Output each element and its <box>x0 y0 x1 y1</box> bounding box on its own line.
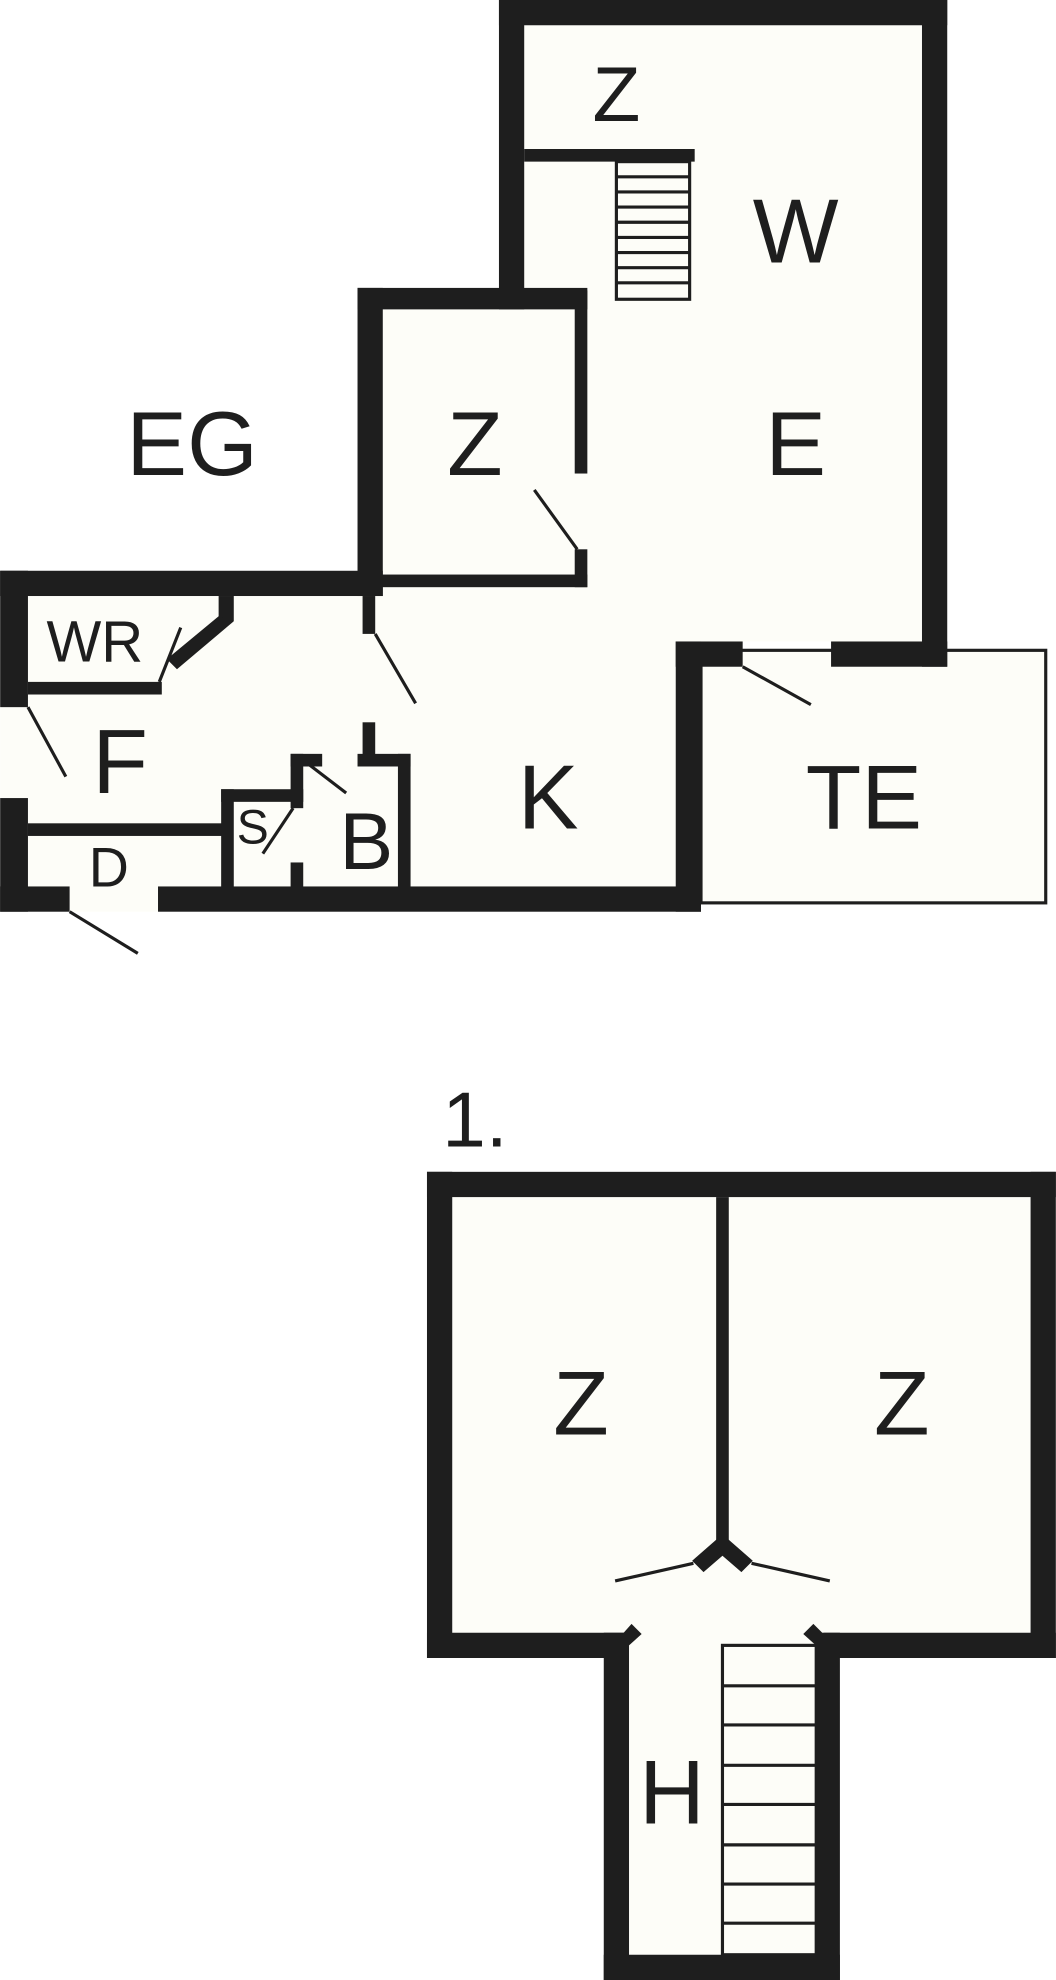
room-label-z-mid: Z <box>447 394 503 495</box>
room-label-d: D <box>89 836 129 898</box>
terrace-outline <box>699 648 1048 905</box>
walls-upper <box>426 1171 1056 1980</box>
room-label-eg: EG <box>126 394 257 495</box>
room-label-te: TE <box>806 747 922 848</box>
room-label-f: F <box>92 712 148 813</box>
room-label-z-top: Z <box>592 50 640 138</box>
room-label-h: H <box>639 1742 705 1843</box>
room-label-e: E <box>765 394 826 495</box>
upper-floor: Z Z H <box>426 1171 1056 1980</box>
room-label-b: B <box>339 797 393 887</box>
room-label-z-right: Z <box>874 1353 930 1454</box>
ground-floor: Z W EG Z E WR F D S B K TE <box>0 0 1048 955</box>
staircase-upper <box>720 1643 819 1957</box>
floor-label-upper: 1. <box>442 1076 507 1164</box>
door-swings-ground <box>26 489 812 955</box>
door-swings-upper <box>614 1561 831 1583</box>
room-label-w: W <box>753 182 839 283</box>
room-label-wr: WR <box>46 610 143 675</box>
room-label-z-left: Z <box>553 1353 609 1454</box>
room-label-s: S <box>237 802 269 855</box>
room-label-k: K <box>518 747 579 848</box>
staircase-ground <box>614 160 692 301</box>
walls-ground <box>0 0 948 912</box>
